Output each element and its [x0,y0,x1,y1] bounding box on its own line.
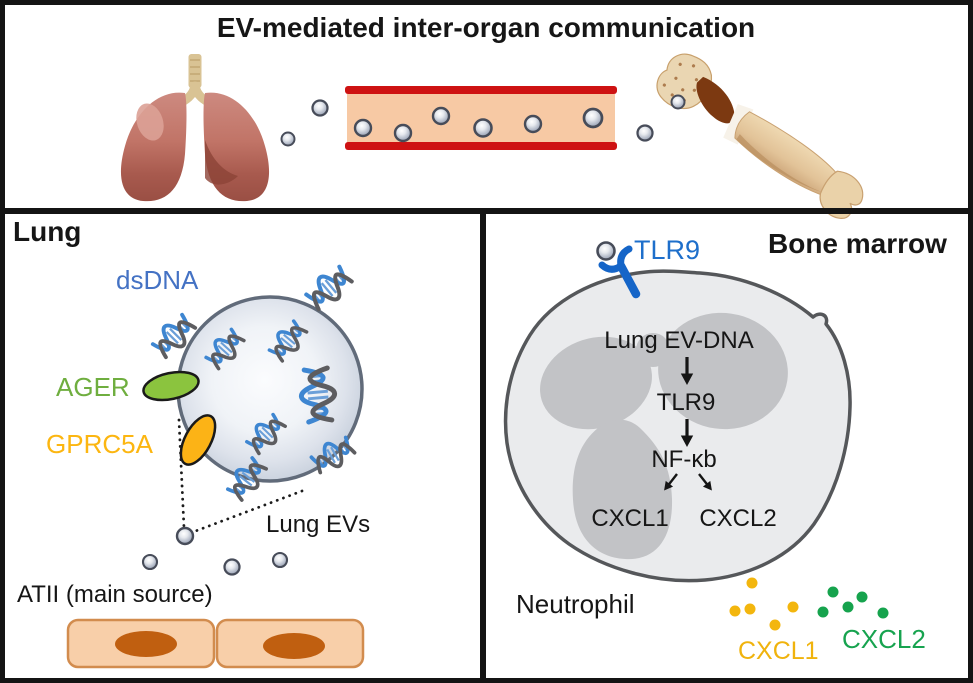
figure-title: EV-mediated inter-organ communication [216,12,756,43]
cxcl1-dots [729,577,799,631]
atii-cell-icon [66,618,365,669]
lungs-icon [120,54,270,202]
panel-divider-vertical [480,211,486,683]
lung-evs-label: Lung EVs [266,511,371,538]
tlr9-label: TLR9 [634,235,701,265]
neutrophil-cell-icon [503,269,852,583]
panel-divider-horizontal [0,208,973,214]
tlr9-receptor-icon [598,245,641,299]
pathway-step-nfkb: NF-κb [651,446,717,473]
pathway-step-lung-ev-dna: Lung EV-DNA [604,327,754,354]
atii-label: ATII (main source) [17,581,213,608]
bone-marrow-panel-heading: Bone marrow [768,228,947,259]
pathway-step-tlr9: TLR9 [656,389,716,416]
neutrophil-label: Neutrophil [516,589,635,619]
neutrophil-nucleus [540,312,788,560]
dsdna-label: dsDNA [116,265,199,295]
lung-panel-heading: Lung [13,216,82,247]
ev-particle-icon [596,241,616,261]
ager-label: AGER [56,372,130,402]
chemokine-dots-icon [729,577,889,631]
bone-icon [656,53,864,219]
cxcl2-dots [817,586,889,619]
pathway-out-cxcl1: CXCL1 [591,505,669,532]
cxcl2-secreted-label: CXCL2 [842,624,926,654]
magnification-lines [177,418,304,534]
cxcl1-secreted-label: CXCL1 [738,637,819,665]
gprc5a-protein-icon [179,414,217,466]
pathway-out-cxcl2: CXCL2 [699,505,777,532]
ager-protein-icon [142,370,200,402]
gprc5a-label: GPRC5A [46,429,153,459]
blood-vessel-icon [345,86,617,150]
